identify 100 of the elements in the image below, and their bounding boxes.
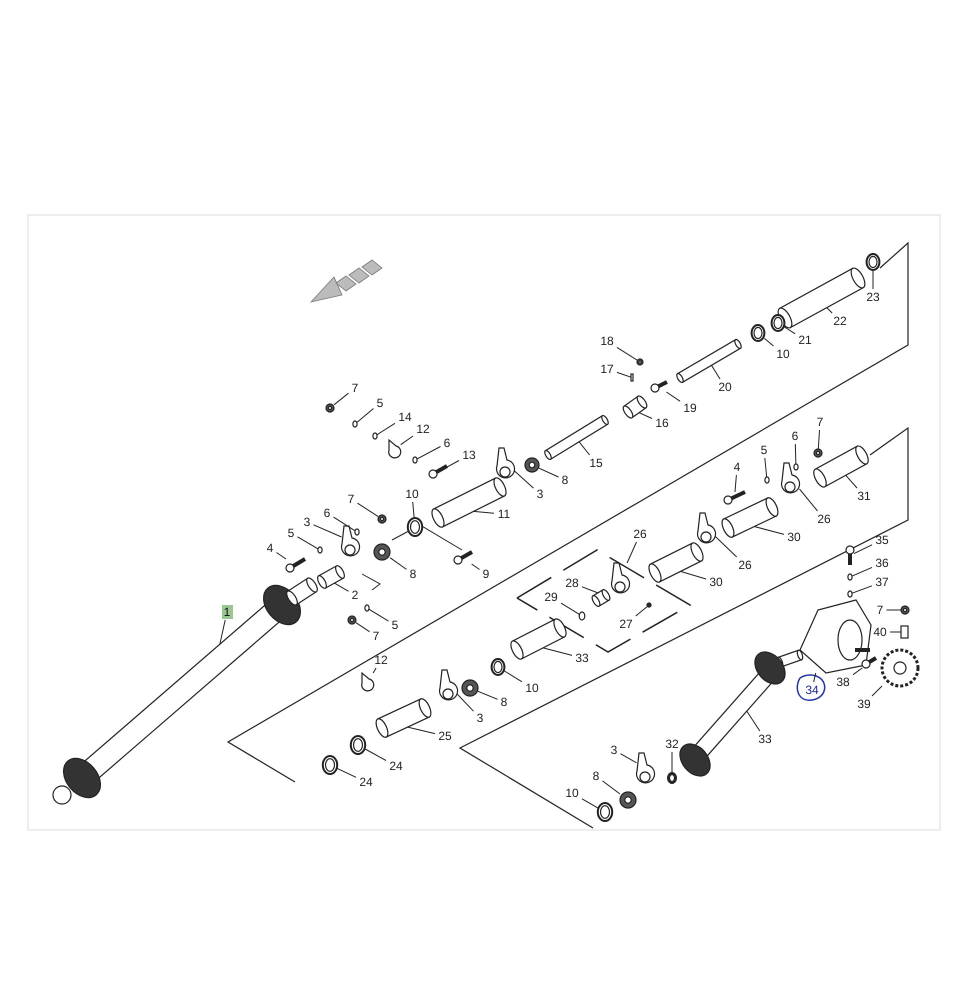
callout-number: 20 xyxy=(716,380,734,394)
tube-drawing xyxy=(721,497,779,538)
washer-drawing xyxy=(412,456,418,464)
leader-line xyxy=(356,622,370,632)
leader-line xyxy=(620,753,637,764)
callout-number: 8 xyxy=(590,769,602,783)
tube-drawing xyxy=(648,542,704,583)
bolt-drawing xyxy=(453,550,473,565)
leader-line xyxy=(390,557,407,570)
leader-line xyxy=(364,748,386,761)
washer-drawing xyxy=(354,528,360,536)
leader-line xyxy=(635,606,648,616)
callout-number: 4 xyxy=(732,460,742,474)
leader-line xyxy=(711,364,720,380)
callout-number: 37 xyxy=(873,575,891,589)
leader-line xyxy=(734,474,737,492)
washer-drawing xyxy=(578,611,586,621)
leader-line xyxy=(560,602,580,615)
leader-line xyxy=(376,422,396,436)
leader-line xyxy=(334,392,349,406)
leader-line xyxy=(416,446,441,460)
leader-line xyxy=(478,690,498,700)
callout-number: 6 xyxy=(322,506,332,520)
callout-number: 30 xyxy=(785,530,803,544)
callout-number: 11 xyxy=(495,507,513,521)
leader-line xyxy=(638,412,652,419)
callout-number: 5 xyxy=(286,526,296,540)
leader-line xyxy=(542,647,572,656)
washer-drawing xyxy=(317,546,323,554)
nut-drawing xyxy=(461,679,479,697)
bolt-drawing xyxy=(428,464,448,479)
callout-number: 32 xyxy=(663,737,681,751)
callout-number: 28 xyxy=(563,576,581,590)
callout-number: 29 xyxy=(542,590,560,604)
bolt-drawing xyxy=(650,380,668,393)
callout-number: 8 xyxy=(408,567,418,581)
callout-number: 15 xyxy=(587,456,605,470)
callout-number: 4 xyxy=(264,541,276,555)
bracket-drawing xyxy=(636,752,656,784)
ring-drawing xyxy=(350,735,366,755)
ring-drawing xyxy=(770,314,786,332)
callout-number: 21 xyxy=(796,333,814,347)
bolt-drawing xyxy=(723,490,746,505)
leader-line xyxy=(368,608,389,622)
callout-number: 7 xyxy=(814,415,826,429)
leader-line xyxy=(845,474,858,488)
nut-drawing xyxy=(373,543,391,561)
callout-number: 22 xyxy=(831,314,849,328)
leader-line xyxy=(446,460,460,468)
leader-line xyxy=(602,780,620,794)
tube-drawing xyxy=(317,565,345,589)
callout-number: 26 xyxy=(736,558,754,572)
callout-number: 33 xyxy=(573,651,591,665)
tube-drawing xyxy=(544,414,609,460)
nut-drawing xyxy=(900,605,910,615)
leader-line xyxy=(799,488,818,512)
clip-drawing xyxy=(361,672,374,692)
callout-number: 35 xyxy=(873,533,891,547)
leader-line xyxy=(794,444,796,464)
callout-number: 8 xyxy=(560,473,570,487)
sprocket-drawing xyxy=(880,648,920,688)
callout-number: 23 xyxy=(864,290,882,304)
leader-line xyxy=(764,458,768,478)
callout-number: 1 xyxy=(222,605,232,619)
nut-drawing xyxy=(636,358,644,366)
callout-number: 16 xyxy=(653,416,671,430)
ring-drawing xyxy=(750,324,766,342)
washer-drawing xyxy=(847,573,853,581)
leader-line xyxy=(412,502,415,518)
callout-number: 40 xyxy=(871,625,889,639)
tube-drawing xyxy=(676,338,742,384)
tube-drawing xyxy=(778,267,866,329)
leader-line xyxy=(504,670,522,682)
washer-drawing xyxy=(793,463,799,471)
leader-line xyxy=(754,526,784,535)
leader-line xyxy=(336,768,356,778)
washer-drawing xyxy=(847,590,853,598)
gearbox-drawing xyxy=(776,599,872,674)
washer-drawing xyxy=(352,420,358,428)
leader-line xyxy=(715,536,738,558)
leader-line xyxy=(357,502,378,517)
callout-number: 7 xyxy=(370,629,382,643)
callout-number: 17 xyxy=(598,362,616,376)
ring-drawing xyxy=(490,658,506,676)
leader-line xyxy=(680,570,706,580)
bracket-drawing xyxy=(496,447,516,478)
callout-number: 9 xyxy=(480,567,492,581)
washer-drawing xyxy=(764,476,770,484)
tube-drawing xyxy=(592,589,610,607)
leader-line xyxy=(826,307,833,314)
spring-drawing xyxy=(900,625,909,639)
leader-line xyxy=(872,686,882,696)
drive-shaft-drawing xyxy=(52,577,318,805)
nut-drawing xyxy=(524,457,540,473)
callout-number: 27 xyxy=(617,617,635,631)
leader-line xyxy=(872,270,874,290)
callout-number: 7 xyxy=(350,381,360,395)
callout-number: 36 xyxy=(873,556,891,570)
callout-number: 8 xyxy=(498,695,510,709)
callout-number: 25 xyxy=(436,729,454,743)
